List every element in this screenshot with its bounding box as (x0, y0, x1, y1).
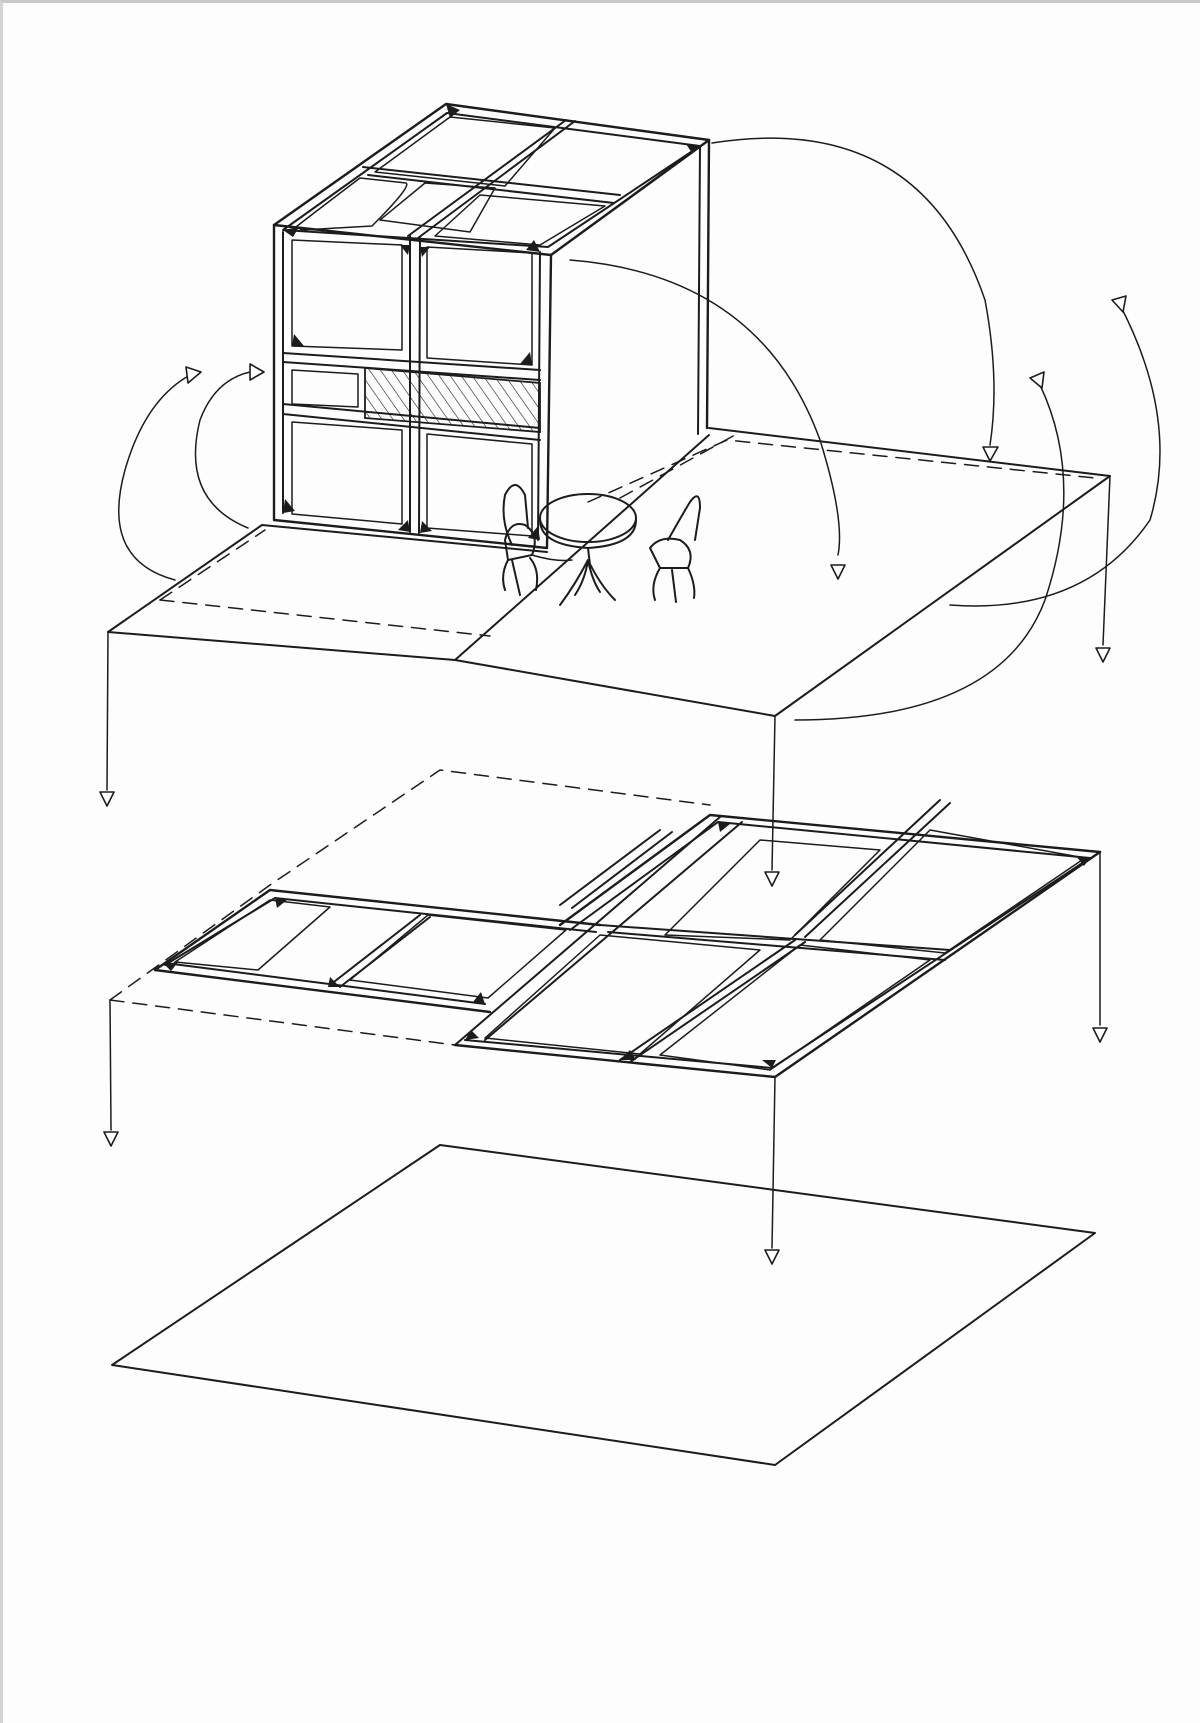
ground-plane (111, 1144, 1096, 1466)
cube-frame (272, 102, 711, 550)
deck-plate (107, 427, 1111, 717)
arrow-icon (99, 137, 1161, 1265)
floor-frame-grid (109, 769, 1102, 1079)
glazing-panel (364, 367, 541, 433)
